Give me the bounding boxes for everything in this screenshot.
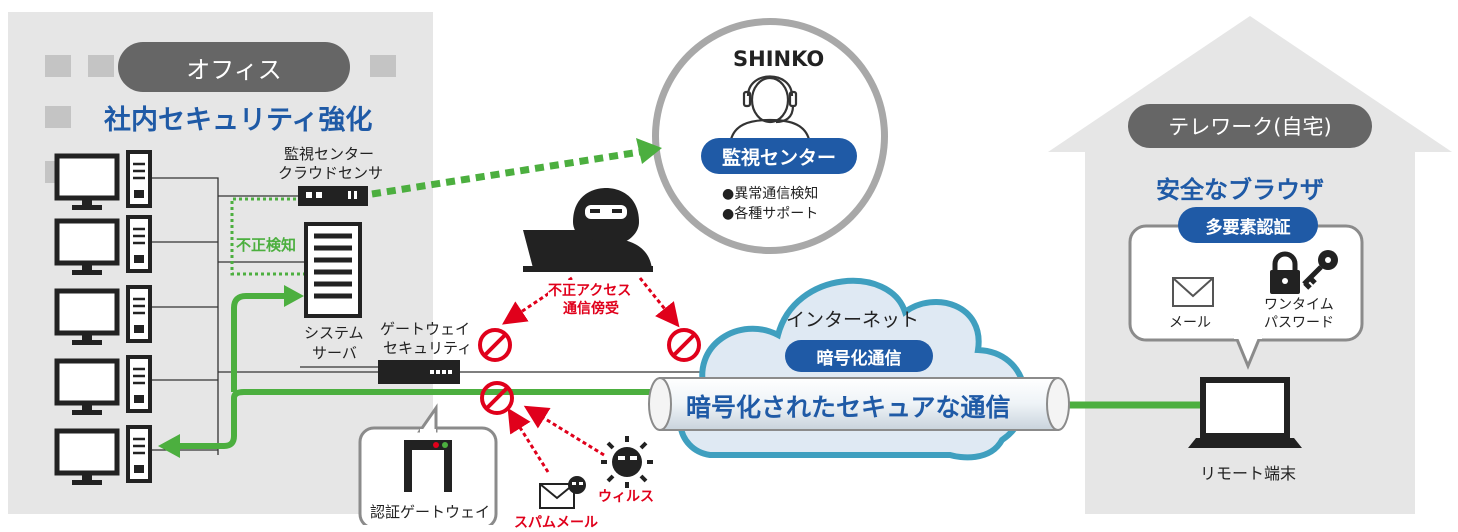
terminal-label: リモート端末 xyxy=(1200,464,1297,483)
attack-label-2: 通信傍受 xyxy=(563,298,619,318)
desktop-computer-icon xyxy=(54,150,152,210)
mail-icon xyxy=(1172,277,1214,307)
decor-square xyxy=(370,55,396,77)
block-sign-icon xyxy=(480,381,514,415)
decor-square xyxy=(88,55,114,77)
virus-icon xyxy=(601,436,653,488)
secure-line-office xyxy=(172,389,660,449)
internet-label: インターネット xyxy=(786,309,920,331)
auth-badge: 多要素認証 xyxy=(1178,207,1318,243)
block-sign-icon xyxy=(667,328,701,362)
remote-laptop-icon xyxy=(1188,377,1302,448)
computer-group xyxy=(54,150,152,485)
mail-label: メール xyxy=(1169,315,1211,331)
center-item-2: ●各種サポート xyxy=(722,206,819,222)
decor-square xyxy=(45,106,71,128)
attack-label-1: 不正アクセス xyxy=(548,280,632,300)
otp-label-1: ワンタイム xyxy=(1264,297,1334,313)
gateway-label-1: ゲートウェイ xyxy=(380,320,471,338)
office-title-pill: オフィス xyxy=(118,42,350,92)
spam-mail-icon xyxy=(539,476,586,509)
server-label-2: サーバ xyxy=(312,344,357,362)
system-server-icon xyxy=(304,222,362,318)
office-wiring xyxy=(152,177,730,455)
center-badge: 監視センター xyxy=(701,138,857,174)
hacker-icon xyxy=(523,188,653,272)
spam-label: スパムメール xyxy=(514,515,598,531)
detect-label: 不正検知 xyxy=(236,234,297,255)
secure-line-arrowhead-left xyxy=(158,434,180,458)
desktop-computer-icon xyxy=(54,355,152,415)
center-item-1: ●異常通信検知 xyxy=(722,186,819,202)
sensor-to-center-arrowhead xyxy=(636,138,662,164)
virus-label: ウィルス xyxy=(598,489,654,505)
secure-line-arrowhead-server xyxy=(284,285,304,307)
tunnel-label: 暗号化されたセキュアな通信 xyxy=(686,393,1011,422)
auth-gate-label: 認証ゲートウェイ xyxy=(370,503,491,521)
encrypted-tube xyxy=(648,377,1070,431)
secure-line-branch xyxy=(231,293,290,392)
sensor-to-center-link xyxy=(371,148,641,198)
decor-square xyxy=(45,55,71,77)
otp-label-2: パスワード xyxy=(1264,315,1334,331)
lock-key-icon xyxy=(1270,250,1338,294)
center-name: SHINKO xyxy=(733,47,825,71)
gateway-label-2: セキュリティ xyxy=(383,339,473,357)
desktop-computer-icon xyxy=(54,285,152,345)
server-label-1: システム xyxy=(304,324,364,342)
internet-badge: 暗号化通信 xyxy=(785,340,933,372)
sensor-label-1: 監視センター xyxy=(284,145,375,163)
center-circle-inner xyxy=(659,25,881,247)
operator-icon xyxy=(728,75,812,146)
desktop-computer-icon xyxy=(54,215,152,275)
office-heading: 社内セキュリティ強化 xyxy=(104,105,373,136)
home-title-pill: テレワーク(自宅) xyxy=(1128,104,1372,148)
auth-gate-icon xyxy=(404,440,452,492)
detect-loop xyxy=(230,197,304,276)
gateway-security-device-icon xyxy=(378,360,460,384)
cloud-sensor-device-icon xyxy=(298,186,368,206)
desktop-computer-icon xyxy=(54,425,152,485)
sensor-label-2: クラウドセンサ xyxy=(278,164,384,182)
attack-arrows xyxy=(502,276,680,473)
home-heading: 安全なブラウザ xyxy=(1156,176,1324,204)
block-sign-icon xyxy=(478,328,512,362)
